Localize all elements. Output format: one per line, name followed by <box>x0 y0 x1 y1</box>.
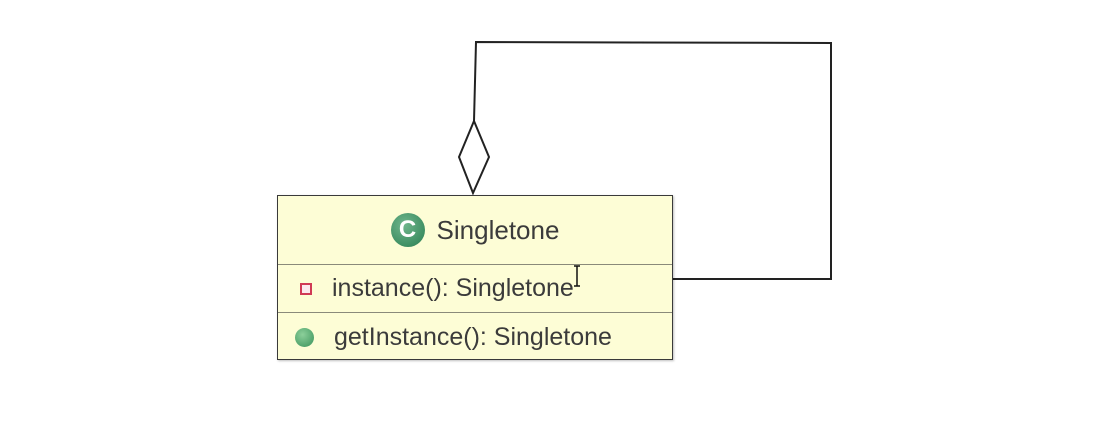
operation-get-instance[interactable]: getInstance(): Singletone <box>334 322 612 351</box>
singleton-class-box[interactable]: C Singletone instance(): Singletone getI… <box>277 195 673 360</box>
aggregation-diamond <box>457 118 491 196</box>
attribute-instance[interactable]: instance(): Singletone <box>332 274 574 302</box>
text-cursor-icon <box>574 265 580 287</box>
operations-compartment: getInstance(): Singletone <box>278 313 672 361</box>
class-c-icon: C <box>390 213 425 247</box>
public-circle-icon <box>295 327 314 347</box>
private-square-icon <box>300 282 312 295</box>
self-association-line[interactable] <box>473 40 832 280</box>
attributes-compartment: instance(): Singletone <box>278 265 672 313</box>
class-name[interactable]: Singletone <box>436 214 560 245</box>
class-icon-letter: C <box>398 216 417 243</box>
class-header: C Singletone <box>278 196 672 265</box>
